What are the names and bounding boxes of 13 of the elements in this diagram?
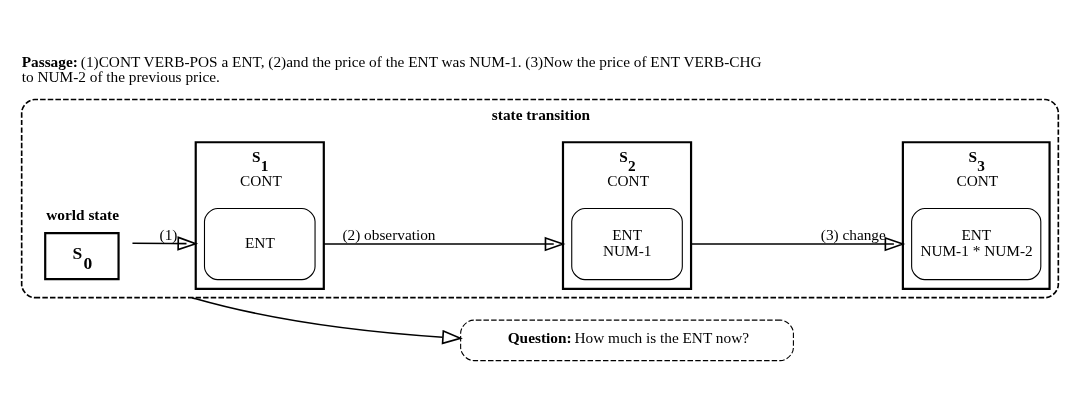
- arrow: [191, 296, 463, 345]
- node-label: world state: [46, 206, 120, 224]
- edge-label: (3) change: [820, 225, 886, 243]
- diagram-title: Passage: (1)CONT VERB-POS a ENT, (2)and the price of the ENT was NUM-1. (3)Now the price of ENT VERB-CHG to NUM-2 of the previous price.: [21, 52, 762, 86]
- node-box: Question: How much is the ENT now?: [460, 319, 794, 362]
- arrow: [690, 236, 906, 252]
- edge-label: (2) observation: [342, 225, 436, 243]
- edge-label: (1): [159, 225, 178, 243]
- arrow: [131, 236, 199, 251]
- node-box: ENT: [203, 207, 316, 281]
- node-box: ENT NUM-1: [571, 207, 683, 281]
- node-box: ENT NUM-1 * NUM-2: [911, 207, 1042, 281]
- arrow: [323, 236, 566, 252]
